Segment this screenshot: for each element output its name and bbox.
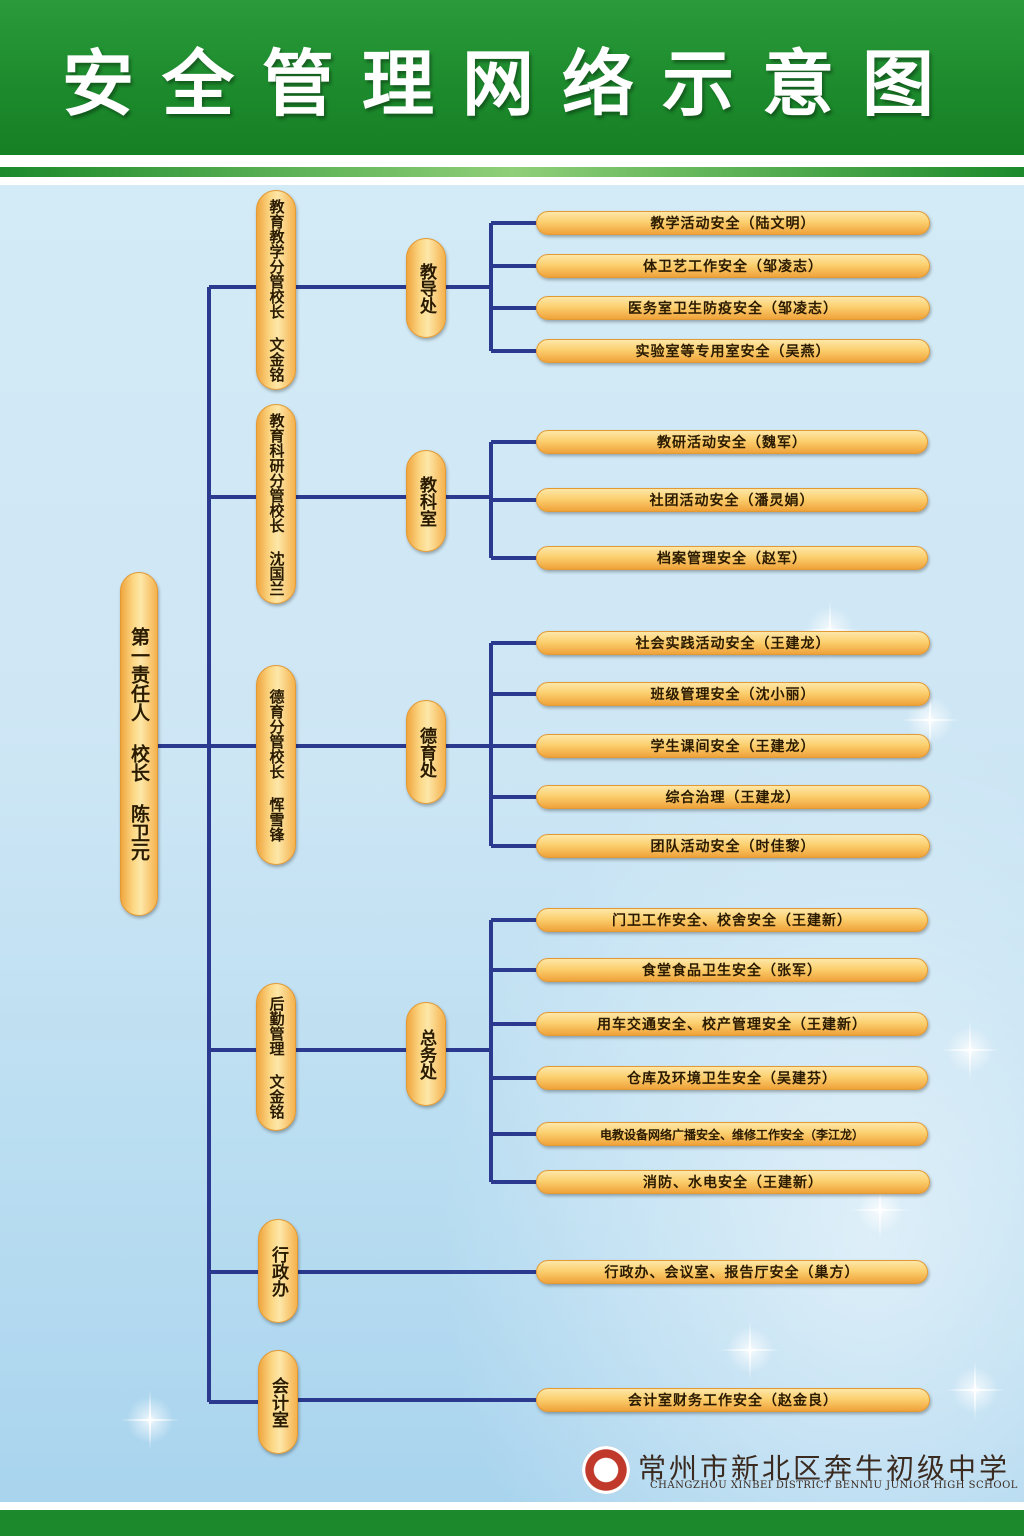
page-title: 安全管理网络示意图 <box>61 41 962 126</box>
duty-item: 仓库及环境卫生安全（吴建芬） <box>536 1066 928 1090</box>
duty-item: 团队活动安全（时佳黎） <box>536 834 930 858</box>
sparkle-decoration <box>940 1020 1000 1080</box>
duty-item: 会计室财务工作安全（赵金良） <box>536 1388 930 1412</box>
leader-node: 会计室 <box>258 1350 298 1454</box>
duty-item: 食堂食品卫生安全（张军） <box>536 958 928 982</box>
leader-node: 后勤管理 文金铭 <box>256 983 296 1131</box>
school-name: 常州市新北区奔牛初级中学 <box>638 1452 1011 1485</box>
duty-item: 学生课间安全（王建龙） <box>536 734 930 758</box>
header-banner <box>0 0 1024 155</box>
leader-node: 教育科研分管校长 沈国兰 <box>256 404 296 604</box>
department-node: 总务处 <box>406 1002 446 1106</box>
department-node: 德育处 <box>406 700 446 804</box>
sparkle-decoration <box>945 1360 1005 1420</box>
footer-bar <box>0 1510 1024 1536</box>
leader-node: 行政办 <box>258 1219 298 1323</box>
divider <box>0 155 1024 167</box>
leader-node: 教育教学分管校长 文金铭 <box>256 190 296 390</box>
duty-item: 社会实践活动安全（王建龙） <box>536 631 930 655</box>
duty-item: 用车交通安全、校产管理安全（王建新） <box>536 1012 928 1036</box>
sparkle-decoration <box>720 1320 780 1380</box>
duty-item: 消防、水电安全（王建新） <box>536 1170 930 1194</box>
duty-item: 档案管理安全（赵军） <box>536 546 928 570</box>
school-logo-icon <box>582 1446 630 1494</box>
duty-item: 社团活动安全（潘灵娟） <box>536 488 928 512</box>
sparkle-decoration <box>120 1390 180 1450</box>
duty-item: 教研活动安全（魏军） <box>536 430 928 454</box>
duty-item: 门卫工作安全、校舍安全（王建新） <box>536 908 928 932</box>
department-node: 教导处 <box>406 238 446 338</box>
divider <box>0 167 1024 177</box>
duty-item: 医务室卫生防疫安全（邹凌志） <box>536 296 930 320</box>
duty-item: 电教设备网络广播安全、维修工作安全（李江龙） <box>536 1122 928 1146</box>
leader-node: 德育分管校长 恽雪锋 <box>256 665 296 865</box>
root-node: 第一责任人 校长 陈卫元 <box>120 572 158 916</box>
duty-item: 行政办、会议室、报告厅安全（巢方） <box>536 1260 928 1284</box>
duty-item: 综合治理（王建龙） <box>536 785 930 809</box>
duty-item: 实验室等专用室安全（吴燕） <box>536 339 930 363</box>
duty-item: 教学活动安全（陆文明） <box>536 211 930 235</box>
department-node: 教科室 <box>406 450 446 552</box>
duty-item: 体卫艺工作安全（邹凌志） <box>536 254 930 278</box>
divider <box>0 177 1024 185</box>
divider <box>0 1502 1024 1510</box>
duty-item: 班级管理安全（沈小丽） <box>536 682 930 706</box>
school-name-english: CHANGZHOU XINBEI DISTRICT BENNIU JUNIOR … <box>650 1480 1018 1491</box>
